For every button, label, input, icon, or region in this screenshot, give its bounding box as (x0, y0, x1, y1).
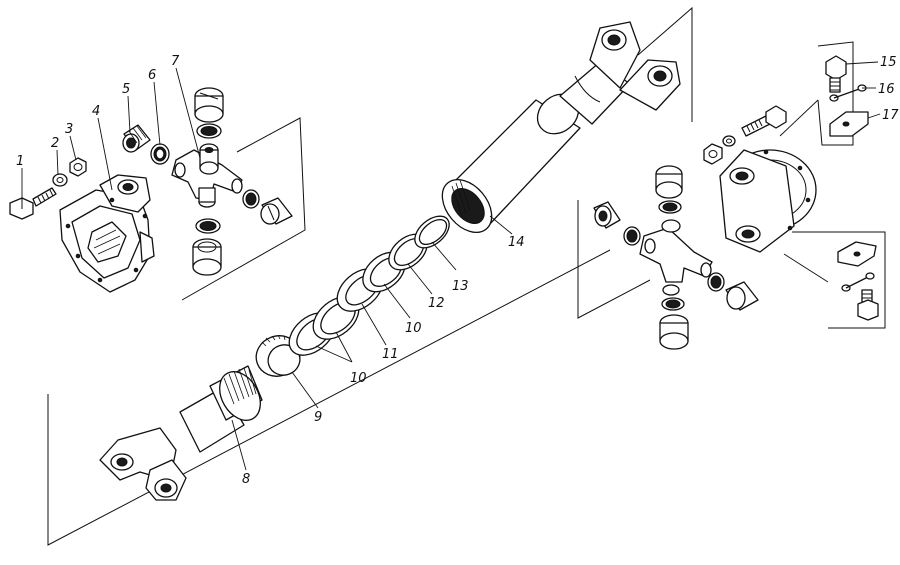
flange-yoke-right (719, 149, 817, 253)
label-part-8: 8 (242, 472, 250, 487)
snap-ring-part-13 (414, 215, 450, 249)
cross-spider-part-7 (171, 143, 243, 208)
label-part-10-upper: 10 (405, 321, 422, 336)
part-labels: 1 2 3 4 5 6 7 8 9 10 10 11 12 13 14 15 1… (16, 54, 899, 487)
bearing-cup-right-bottom (659, 297, 689, 350)
label-part-3: 3 (65, 122, 73, 137)
bearing-cup-right-left (593, 201, 641, 246)
bolt-part-15 (825, 55, 847, 93)
locking-plate-lower (837, 241, 877, 267)
lock-plate-lower (841, 272, 875, 292)
right-assembly-plane (577, 200, 651, 319)
label-part-7: 7 (171, 54, 180, 69)
main-shaft-plane (47, 249, 611, 546)
label-part-12: 12 (428, 296, 445, 311)
splined-yoke-part-8 (99, 365, 263, 501)
nut-part-3 (69, 157, 87, 177)
washer-right (722, 135, 736, 147)
bearing-cup-top (194, 87, 224, 139)
label-part-4: 4 (92, 104, 100, 119)
bearing-cup-right-top (655, 165, 683, 214)
label-part-1: 1 (16, 154, 24, 169)
bolt-part-1 (9, 187, 57, 220)
bearing-cup-right-right (707, 272, 759, 311)
lock-plate-part-16 (829, 84, 867, 102)
bolt-lower (857, 289, 879, 321)
bearing-cup-right (242, 189, 293, 225)
bolt-right (741, 105, 787, 137)
seal-part-6 (150, 143, 170, 165)
label-part-17: 17 (882, 108, 899, 123)
sleeve-yoke-part-14 (441, 21, 681, 233)
label-part-6: 6 (148, 68, 156, 83)
bearing-cup-bottom (192, 218, 222, 276)
washer-part-2 (52, 173, 68, 187)
label-part-2: 2 (51, 136, 59, 151)
cross-spider-right (639, 219, 713, 296)
label-part-14: 14 (508, 235, 525, 250)
label-part-9: 9 (314, 410, 322, 425)
label-part-5: 5 (122, 82, 130, 97)
fastener-box-upper (817, 41, 854, 146)
fastener-box-lower (828, 231, 886, 329)
label-part-10-lower: 10 (350, 371, 367, 386)
right-top-plane (637, 6, 693, 122)
nut-right (703, 143, 723, 165)
flange-yoke-part-4 (59, 174, 155, 293)
label-part-11: 11 (382, 347, 399, 362)
left-assembly-plane (181, 117, 306, 301)
spline-collar-part-9 (255, 334, 301, 377)
label-part-13: 13 (452, 279, 469, 294)
bearing-cup-part-5 (122, 124, 151, 153)
leader-lines (21, 61, 881, 471)
locking-plate-part-17 (829, 111, 869, 137)
label-part-16: 16 (878, 82, 895, 97)
label-part-15: 15 (880, 55, 897, 70)
